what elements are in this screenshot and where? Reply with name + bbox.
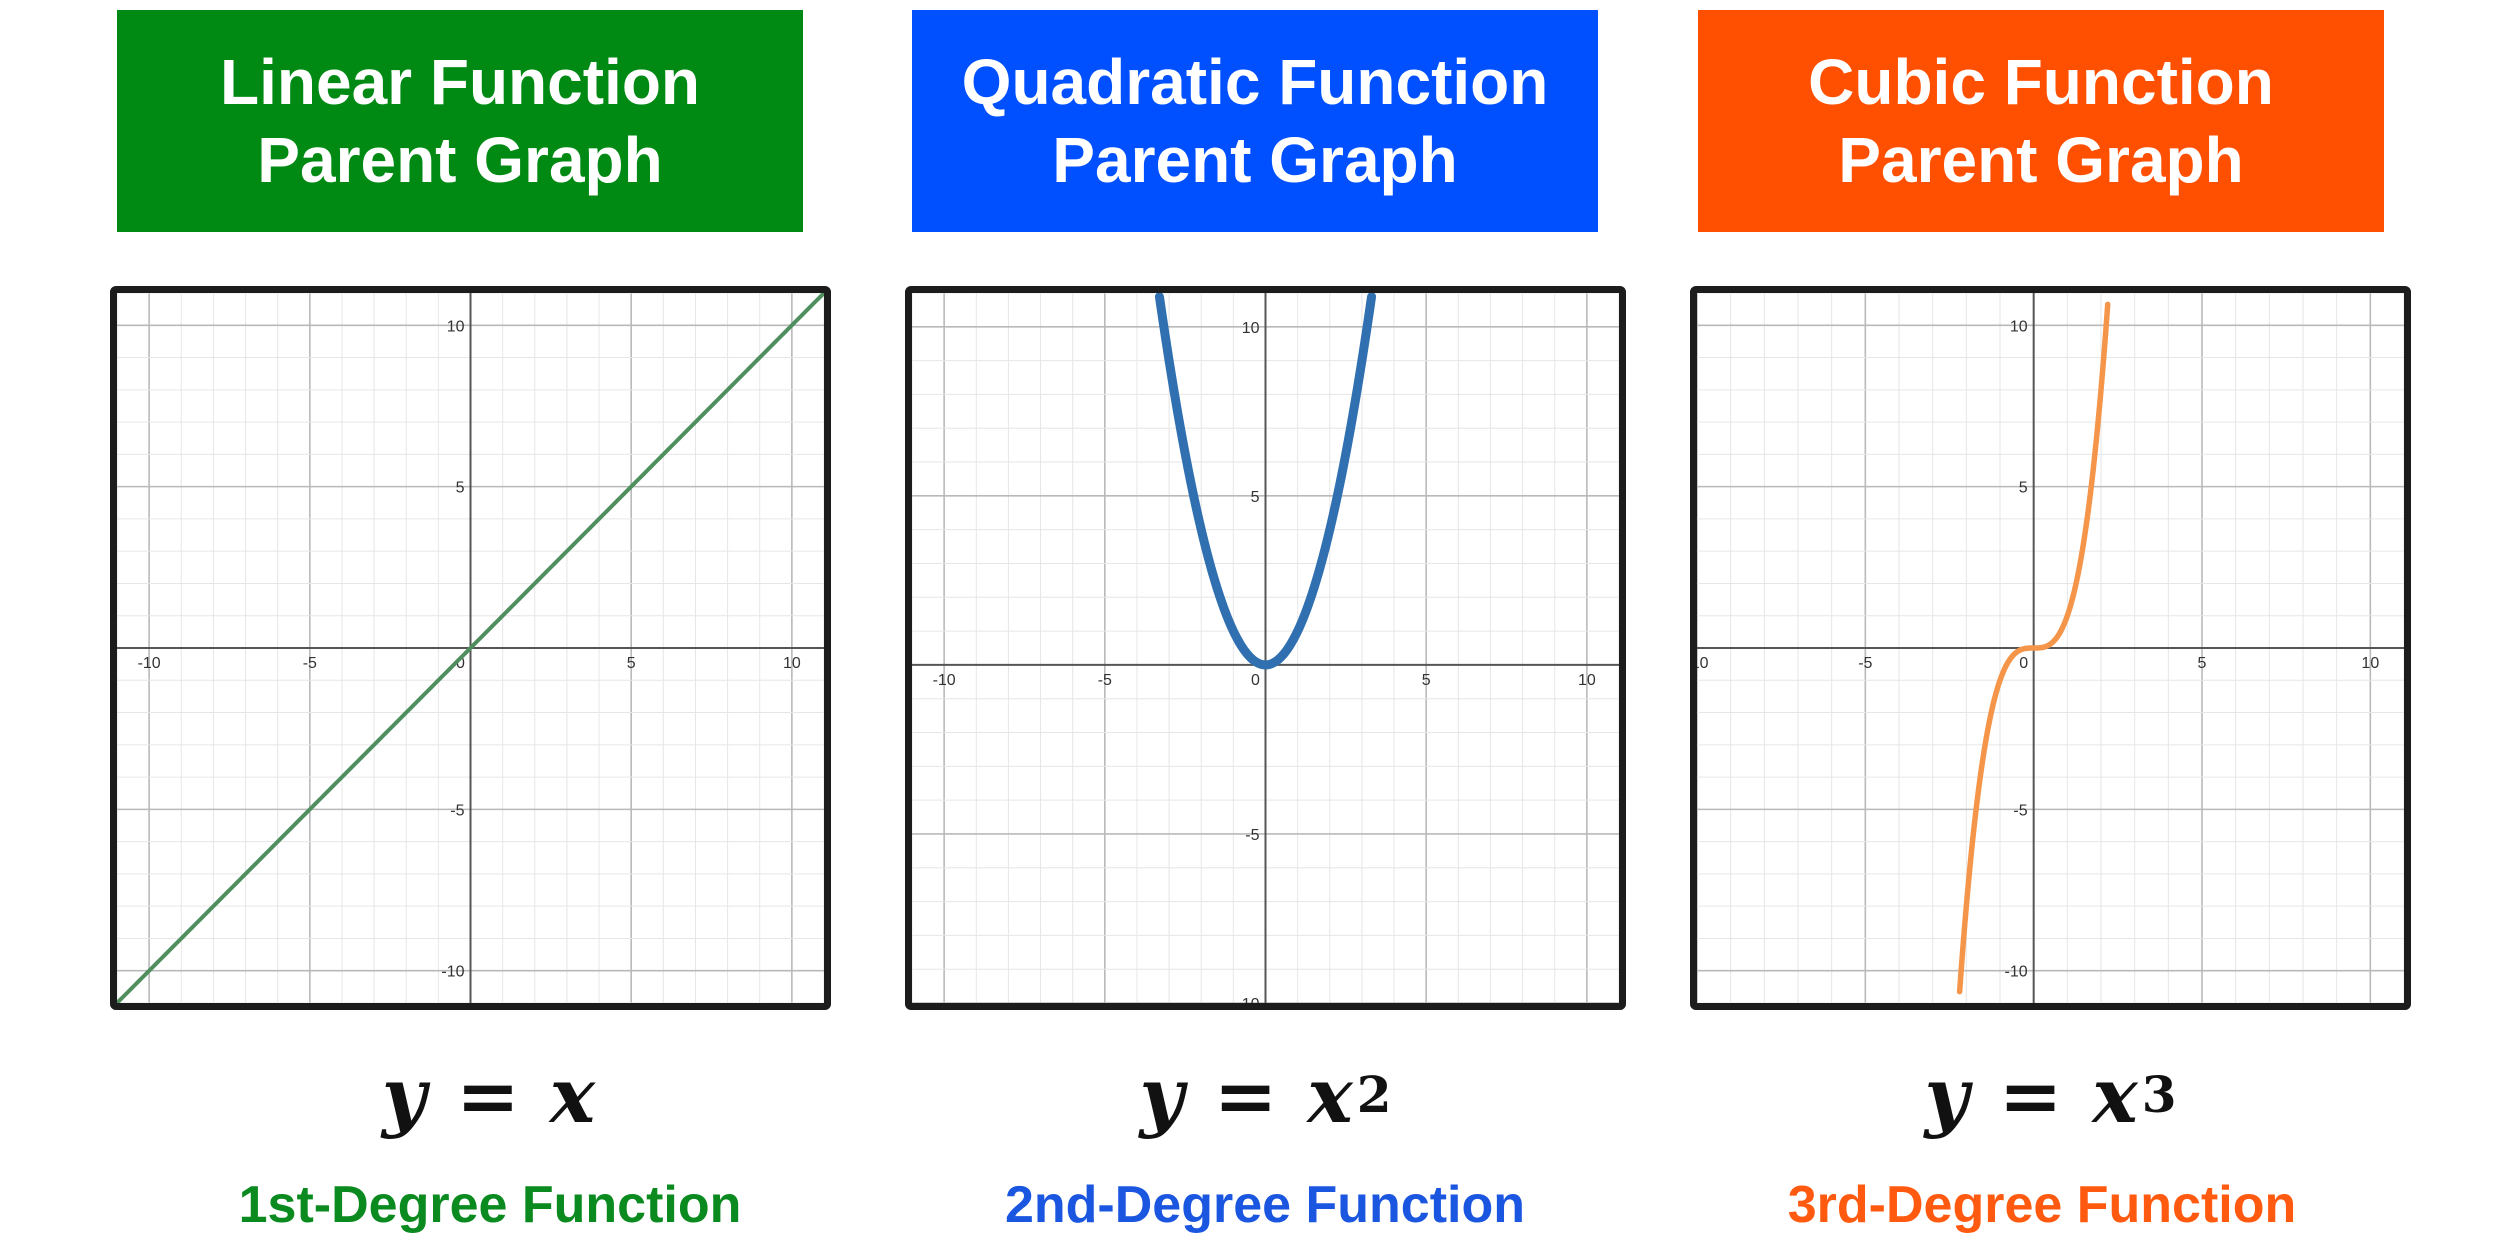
x-tick-label: -10 [138,655,161,672]
quadratic-graph: -10 -5 0 5 10 -10 -5 5 10 [905,286,1626,1010]
x-tick-label: 10 [1578,672,1596,689]
y-tick-label: 10 [2010,318,2028,335]
linear-equation: y = x [130,1040,851,1150]
y-tick-label: 10 [447,318,465,335]
y-tick-label: 5 [1251,489,1260,506]
y-tick-label: -5 [450,802,464,819]
equation-lhs: y [1139,1050,1184,1140]
equation-equals: = [1998,1050,2063,1140]
x-tick-label: -5 [303,655,317,672]
quadratic-title-line2: Parent Graph [1052,124,1458,196]
linear-title-line1: Linear Function [220,46,700,118]
function-curve [1154,293,1377,670]
equation-rhs: x [1307,1050,1353,1140]
equation-lhs: y [1924,1050,1969,1140]
linear-title-banner: Linear Function Parent Graph [117,10,803,232]
linear-graph: -10 -5 0 5 10 -10 -5 5 10 [110,286,831,1010]
x-tick-label: 10 [783,655,801,672]
cubic-title-banner: Cubic Function Parent Graph [1698,10,2384,232]
equation-rhs: x [2092,1050,2138,1140]
linear-plot: -10 -5 0 5 10 -10 -5 5 10 [117,293,824,1003]
equation-equals: = [456,1050,520,1140]
x-tick-label: -5 [1858,655,1872,672]
cubic-equation: y = x 3 [1924,1050,2177,1140]
y-tick-label: -5 [1245,827,1259,844]
x-tick-label: 0 [456,655,465,672]
equation-lhs: y [381,1050,427,1140]
y-tick-label: -10 [441,964,464,981]
cubic-title-line1: Cubic Function [1808,46,2274,118]
equation-rhs: x [549,1050,596,1140]
x-tick-label: 5 [627,655,636,672]
cubic-degree-label: 3rd-Degree Function [1787,1176,2297,1234]
y-tick-label: -10 [2005,964,2028,981]
function-curve [117,293,824,1003]
quadratic-title-banner: Quadratic Function Parent Graph [912,10,1598,232]
y-tick-label: 5 [456,480,465,497]
quadratic-degree-label: 2nd-Degree Function [1004,1176,1526,1234]
linear-degree-label: 1st-Degree Function [238,1176,742,1234]
quadratic-plot: -10 -5 0 5 10 -10 -5 5 10 [912,293,1619,1003]
cubic-title-line2: Parent Graph [1838,124,2244,196]
y-tick-label: -5 [2013,802,2027,819]
x-tick-label: -10 [933,672,956,689]
x-tick-label: -10 [1697,655,1709,672]
cubic-graph: -10 -5 0 5 10 -10 -5 5 10 [1690,286,2411,1010]
function-curve [1956,301,2111,995]
equation-equals: = [1213,1050,1278,1140]
cubic-plot: -10 -5 0 5 10 -10 -5 5 10 [1697,293,2404,1003]
x-tick-label: 5 [1422,672,1431,689]
x-tick-label: 0 [1251,672,1260,689]
quadratic-title-line1: Quadratic Function [961,46,1549,118]
y-tick-label: -10 [1236,996,1259,1003]
linear-title-line2: Parent Graph [257,124,663,196]
y-tick-label: 5 [2019,480,2028,497]
x-tick-label: 0 [2019,655,2028,672]
x-tick-label: 5 [2198,655,2207,672]
y-tick-label: 10 [1242,320,1260,337]
quadratic-equation: y = x 2 [1139,1050,1392,1140]
x-tick-label: 10 [2361,655,2379,672]
x-tick-label: -5 [1098,672,1112,689]
